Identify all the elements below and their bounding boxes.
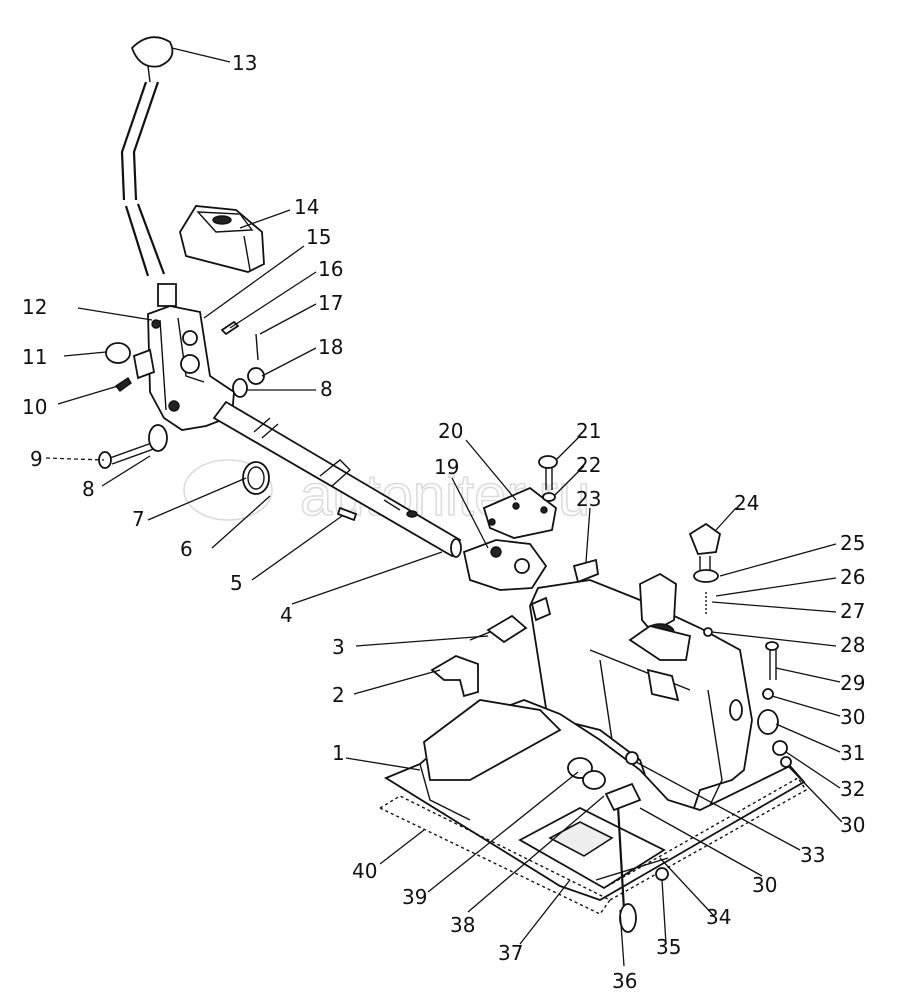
bolt-29	[765, 641, 779, 680]
part-label-12: 12	[22, 295, 47, 319]
part-label-4: 4	[280, 603, 293, 627]
selector-shaft	[212, 400, 462, 558]
part-label-30a: 30	[840, 705, 865, 729]
part-label-24: 24	[734, 491, 759, 515]
part-label-11: 11	[22, 345, 47, 369]
part-label-7: 7	[132, 507, 145, 531]
nut-25	[693, 569, 719, 583]
part-label-23: 23	[576, 487, 601, 511]
part-label-16: 16	[318, 257, 343, 281]
part-label-37: 37	[498, 941, 523, 965]
washer-8-top	[232, 378, 248, 398]
ball-28	[703, 627, 713, 637]
drawing	[98, 36, 808, 933]
part-label-21: 21	[576, 419, 601, 443]
part-label-35: 35	[656, 935, 681, 959]
part-label-17: 17	[318, 291, 343, 315]
lever-34	[595, 857, 669, 881]
housing-base	[384, 699, 806, 901]
ring-7	[242, 461, 270, 495]
part-label-30b: 30	[840, 813, 865, 837]
part-label-9: 9	[30, 447, 43, 471]
part-label-38: 38	[450, 913, 475, 937]
part-labels: 1 2 3 4 5 6 7 8 8 9 10 11 12 13 14 15 16…	[22, 51, 865, 993]
bolt-9	[98, 424, 168, 469]
part-label-3: 3	[332, 635, 345, 659]
knob-2	[430, 655, 479, 698]
part-label-30c: 30	[752, 873, 777, 897]
part-label-2: 2	[332, 683, 345, 707]
pin-10	[114, 377, 132, 392]
gear-lever	[120, 81, 177, 307]
breather-27	[628, 572, 692, 661]
part-label-34: 34	[706, 905, 731, 929]
part-label-13: 13	[232, 51, 257, 75]
nut-35	[655, 867, 669, 881]
part-label-29: 29	[840, 671, 865, 695]
gear-lever-knob	[130, 36, 174, 83]
spring-39	[567, 757, 606, 790]
lever-bracket	[132, 305, 235, 431]
part-label-33: 33	[800, 843, 825, 867]
leader-lines	[45, 47, 843, 967]
part-label-6: 6	[180, 537, 193, 561]
washer-22	[542, 492, 556, 502]
part-label-27: 27	[840, 599, 865, 623]
washer-11	[105, 342, 131, 364]
gasket-40	[378, 777, 808, 915]
gearbox-housing	[529, 579, 753, 836]
switch-3	[469, 614, 528, 644]
plate-20	[482, 486, 557, 539]
key-5	[336, 506, 358, 522]
part-label-40: 40	[352, 859, 377, 883]
part-label-22: 22	[576, 453, 601, 477]
bolt-21	[538, 455, 558, 490]
part-label-18: 18	[318, 335, 343, 359]
plug-23	[572, 558, 599, 584]
selector-rod-36	[604, 782, 642, 933]
nut-18	[247, 367, 265, 385]
part-label-36: 36	[612, 969, 637, 993]
cover-plate-37	[518, 806, 666, 890]
part-label-28: 28	[840, 633, 865, 657]
part-label-10: 10	[22, 395, 47, 419]
part-label-26: 26	[840, 565, 865, 589]
pin-17	[255, 333, 259, 361]
washer-33	[625, 751, 639, 765]
part-label-5: 5	[230, 571, 243, 595]
part-label-8b: 8	[82, 477, 95, 501]
nut-32	[772, 740, 788, 756]
bolt-24	[688, 522, 722, 572]
part-label-25: 25	[840, 531, 865, 555]
part-label-32: 32	[840, 777, 865, 801]
part-label-39: 39	[402, 885, 427, 909]
part-label-15: 15	[306, 225, 331, 249]
plug-31	[757, 709, 779, 735]
part-label-14: 14	[294, 195, 319, 219]
part-label-31: 31	[840, 741, 865, 765]
lever-cover	[179, 205, 265, 273]
part-label-8a: 8	[320, 377, 333, 401]
part-label-20: 20	[438, 419, 463, 443]
part-label-1: 1	[332, 741, 345, 765]
shift-fork-19	[462, 539, 548, 591]
ring-7-inner	[247, 466, 265, 490]
washer-30a	[762, 688, 774, 700]
part-label-19: 19	[434, 455, 459, 479]
washer-30b	[780, 756, 792, 768]
